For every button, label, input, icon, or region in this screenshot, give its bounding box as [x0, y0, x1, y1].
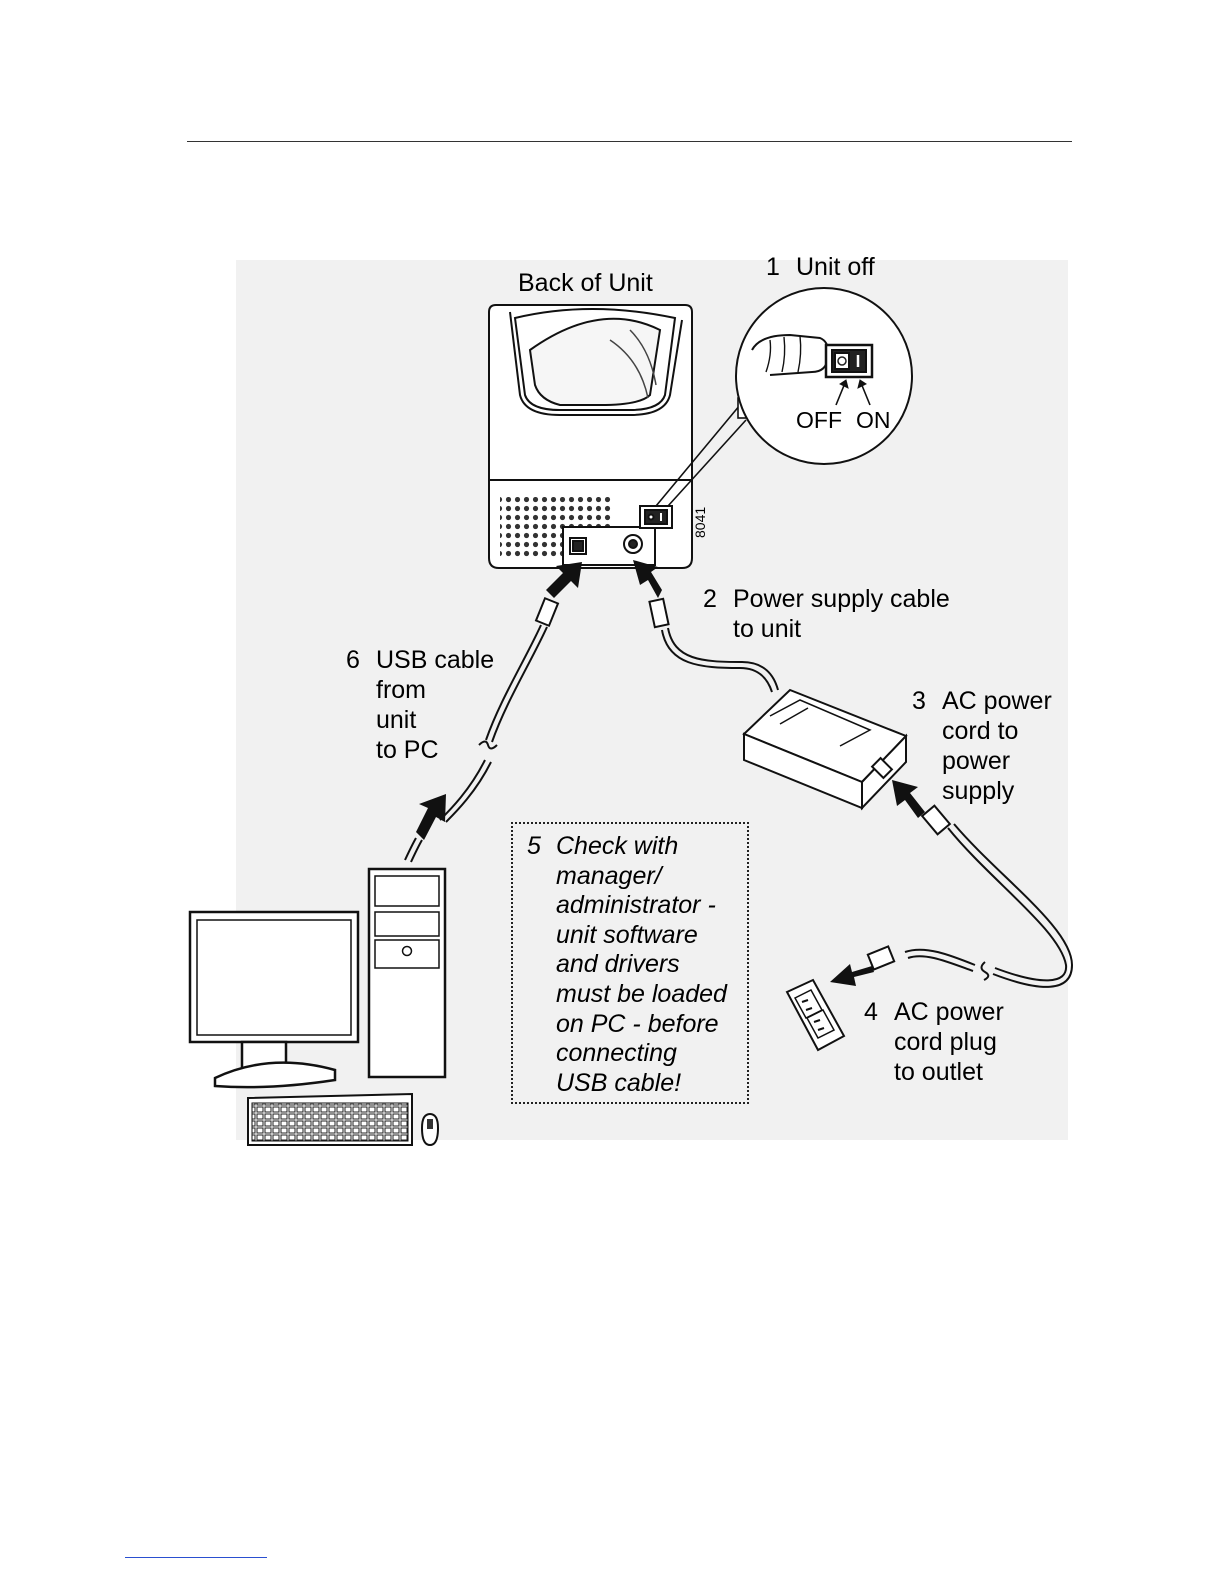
- step-2-number: 2: [703, 584, 733, 614]
- step-5-line-6: must be loaded: [527, 980, 727, 1010]
- step-4-line-2: cord plug: [864, 1027, 1004, 1057]
- step-5-line-9: USB cable!: [527, 1069, 727, 1099]
- step-5-line-5: and drivers: [527, 950, 727, 980]
- step-5-line-4: unit software: [527, 921, 727, 951]
- step-5-line-2: manager/: [527, 862, 727, 892]
- step-3-number: 3: [912, 686, 942, 716]
- step-3-line-2: cord to: [912, 716, 1052, 746]
- step-5-line-3: administrator -: [527, 891, 727, 921]
- switch-on-label: ON: [856, 405, 891, 435]
- step-3-line-1: AC power: [942, 687, 1052, 715]
- step-6-line-3: unit: [346, 705, 494, 735]
- step-3-line-4: supply: [912, 776, 1052, 806]
- pc-mouse: [422, 1114, 438, 1145]
- part-number: 8041: [692, 507, 708, 538]
- footer-link-underline[interactable]: [125, 1557, 267, 1558]
- step-5-number: 5: [527, 832, 556, 862]
- step-2-line-1: Power supply cable: [733, 585, 950, 613]
- step-6-number: 6: [346, 645, 376, 675]
- step-5-line-8: connecting: [527, 1039, 727, 1069]
- step-6-line-1: USB cable: [376, 646, 494, 674]
- step-4-line-3: to outlet: [864, 1057, 1004, 1087]
- step-6-line-4: to PC: [346, 735, 494, 765]
- step-5-line-1: Check with: [556, 832, 678, 860]
- back-of-unit-label: Back of Unit: [518, 268, 653, 298]
- step-4-number: 4: [864, 997, 894, 1027]
- step-1-number: 1: [766, 252, 796, 282]
- pc-tower: [369, 869, 445, 1077]
- step-6-line-2: from: [346, 675, 494, 705]
- step-3-line-3: power: [912, 746, 1052, 776]
- step-5-line-7: on PC - before: [527, 1010, 727, 1040]
- step-1-text: Unit off: [796, 253, 875, 281]
- switch-off-label: OFF: [796, 405, 842, 435]
- step-2-line-2: to unit: [703, 614, 950, 644]
- pc-keyboard: [248, 1094, 412, 1145]
- step-4-line-1: AC power: [894, 998, 1004, 1026]
- unit-back-view: [489, 305, 692, 568]
- switch-detail-circle: [736, 288, 912, 464]
